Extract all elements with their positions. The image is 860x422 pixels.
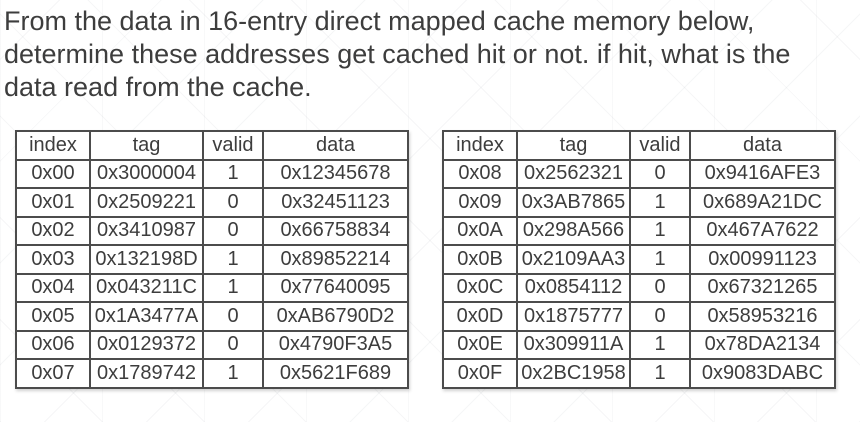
- column-header-data: data: [262, 130, 409, 161]
- table-cell: 0x298A566: [516, 215, 631, 246]
- table-cell: 0x0E: [442, 329, 518, 360]
- table-cell: 1: [202, 358, 264, 389]
- table-cell: 0x2BC1958: [516, 358, 631, 389]
- column-header-data: data: [689, 130, 836, 161]
- table-cell: 0x3AB7865: [516, 187, 631, 218]
- table-cell: 0x66758834: [262, 215, 409, 246]
- table-cell: 0x1875777: [516, 301, 631, 332]
- table-cell: 0x09: [442, 187, 518, 218]
- table-cell: 1: [202, 244, 264, 275]
- table-cell: 0x2509221: [89, 187, 204, 218]
- table-cell: 0x9416AFE3: [689, 158, 836, 189]
- table-cell: 0: [629, 301, 691, 332]
- table-cell: 1: [202, 158, 264, 189]
- table-cell: 0x02: [15, 215, 91, 246]
- table-cell: 0x05: [15, 301, 91, 332]
- column-header-tag: tag: [516, 130, 631, 161]
- table-cell: 0x58953216: [689, 301, 836, 332]
- table-cell: 0x0B: [442, 244, 518, 275]
- table-cell: 0x2562321: [516, 158, 631, 189]
- table-cell: 0xAB6790D2: [262, 301, 409, 332]
- table-cell: 0x0A: [442, 215, 518, 246]
- table-cell: 0: [629, 272, 691, 303]
- table-cell: 0x0854112: [516, 272, 631, 303]
- table-cell: 0x1A3477A: [89, 301, 204, 332]
- table-cell: 0x01: [15, 187, 91, 218]
- table-cell: 0x00991123: [689, 244, 836, 275]
- column-header-tag: tag: [89, 130, 204, 161]
- table-cell: 1: [629, 187, 691, 218]
- table-cell: 0x132198D: [89, 244, 204, 275]
- question-title: From the data in 16-entry direct mapped …: [4, 5, 790, 104]
- question-title-line-3: data read from the cache.: [4, 72, 312, 102]
- table-cell: 0x77640095: [262, 272, 409, 303]
- table-cell: 0: [202, 215, 264, 246]
- question-title-line-1: From the data in 16-entry direct mapped …: [4, 6, 755, 36]
- table-cell: 0x67321265: [689, 272, 836, 303]
- table-cell: 0: [202, 187, 264, 218]
- table-cell: 1: [629, 358, 691, 389]
- table-cell: 0: [629, 158, 691, 189]
- table-cell: 1: [629, 244, 691, 275]
- table-cell: 0x89852214: [262, 244, 409, 275]
- table-cell: 0x309911A: [516, 329, 631, 360]
- table-cell: 0x32451123: [262, 187, 409, 218]
- table-cell: 0x3410987: [89, 215, 204, 246]
- table-cell: 0x467A7622: [689, 215, 836, 246]
- table-cell: 0x78DA2134: [689, 329, 836, 360]
- question-title-line-2: determine these addresses get cached hit…: [4, 39, 791, 69]
- table-cell: 0x0D: [442, 301, 518, 332]
- table-cell: 0x08: [442, 158, 518, 189]
- table-cell: 0x12345678: [262, 158, 409, 189]
- table-cell: 0x0129372: [89, 329, 204, 360]
- table-cell: 1: [202, 272, 264, 303]
- table-cell: 0x1789742: [89, 358, 204, 389]
- column-header-index: index: [442, 130, 518, 161]
- table-cell: 1: [629, 329, 691, 360]
- table-cell: 0x689A21DC: [689, 187, 836, 218]
- table-cell: 0x2109AA3: [516, 244, 631, 275]
- column-header-index: index: [15, 130, 91, 161]
- table-cell: 0: [202, 329, 264, 360]
- table-cell: 0x3000004: [89, 158, 204, 189]
- table-cell: 0x9083DABC: [689, 358, 836, 389]
- table-cell: 0x04: [15, 272, 91, 303]
- table-cell: 0: [202, 301, 264, 332]
- column-header-valid: valid: [629, 130, 691, 161]
- table-cell: 0x043211C: [89, 272, 204, 303]
- table-cell: 0x07: [15, 358, 91, 389]
- column-header-valid: valid: [202, 130, 264, 161]
- table-cell: 0x5621F689: [262, 358, 409, 389]
- table-cell: 1: [629, 215, 691, 246]
- table-cell: 0x00: [15, 158, 91, 189]
- table-cell: 0x06: [15, 329, 91, 360]
- table-cell: 0x4790F3A5: [262, 329, 409, 360]
- table-cell: 0x03: [15, 244, 91, 275]
- table-cell: 0x0C: [442, 272, 518, 303]
- table-cell: 0x0F: [442, 358, 518, 389]
